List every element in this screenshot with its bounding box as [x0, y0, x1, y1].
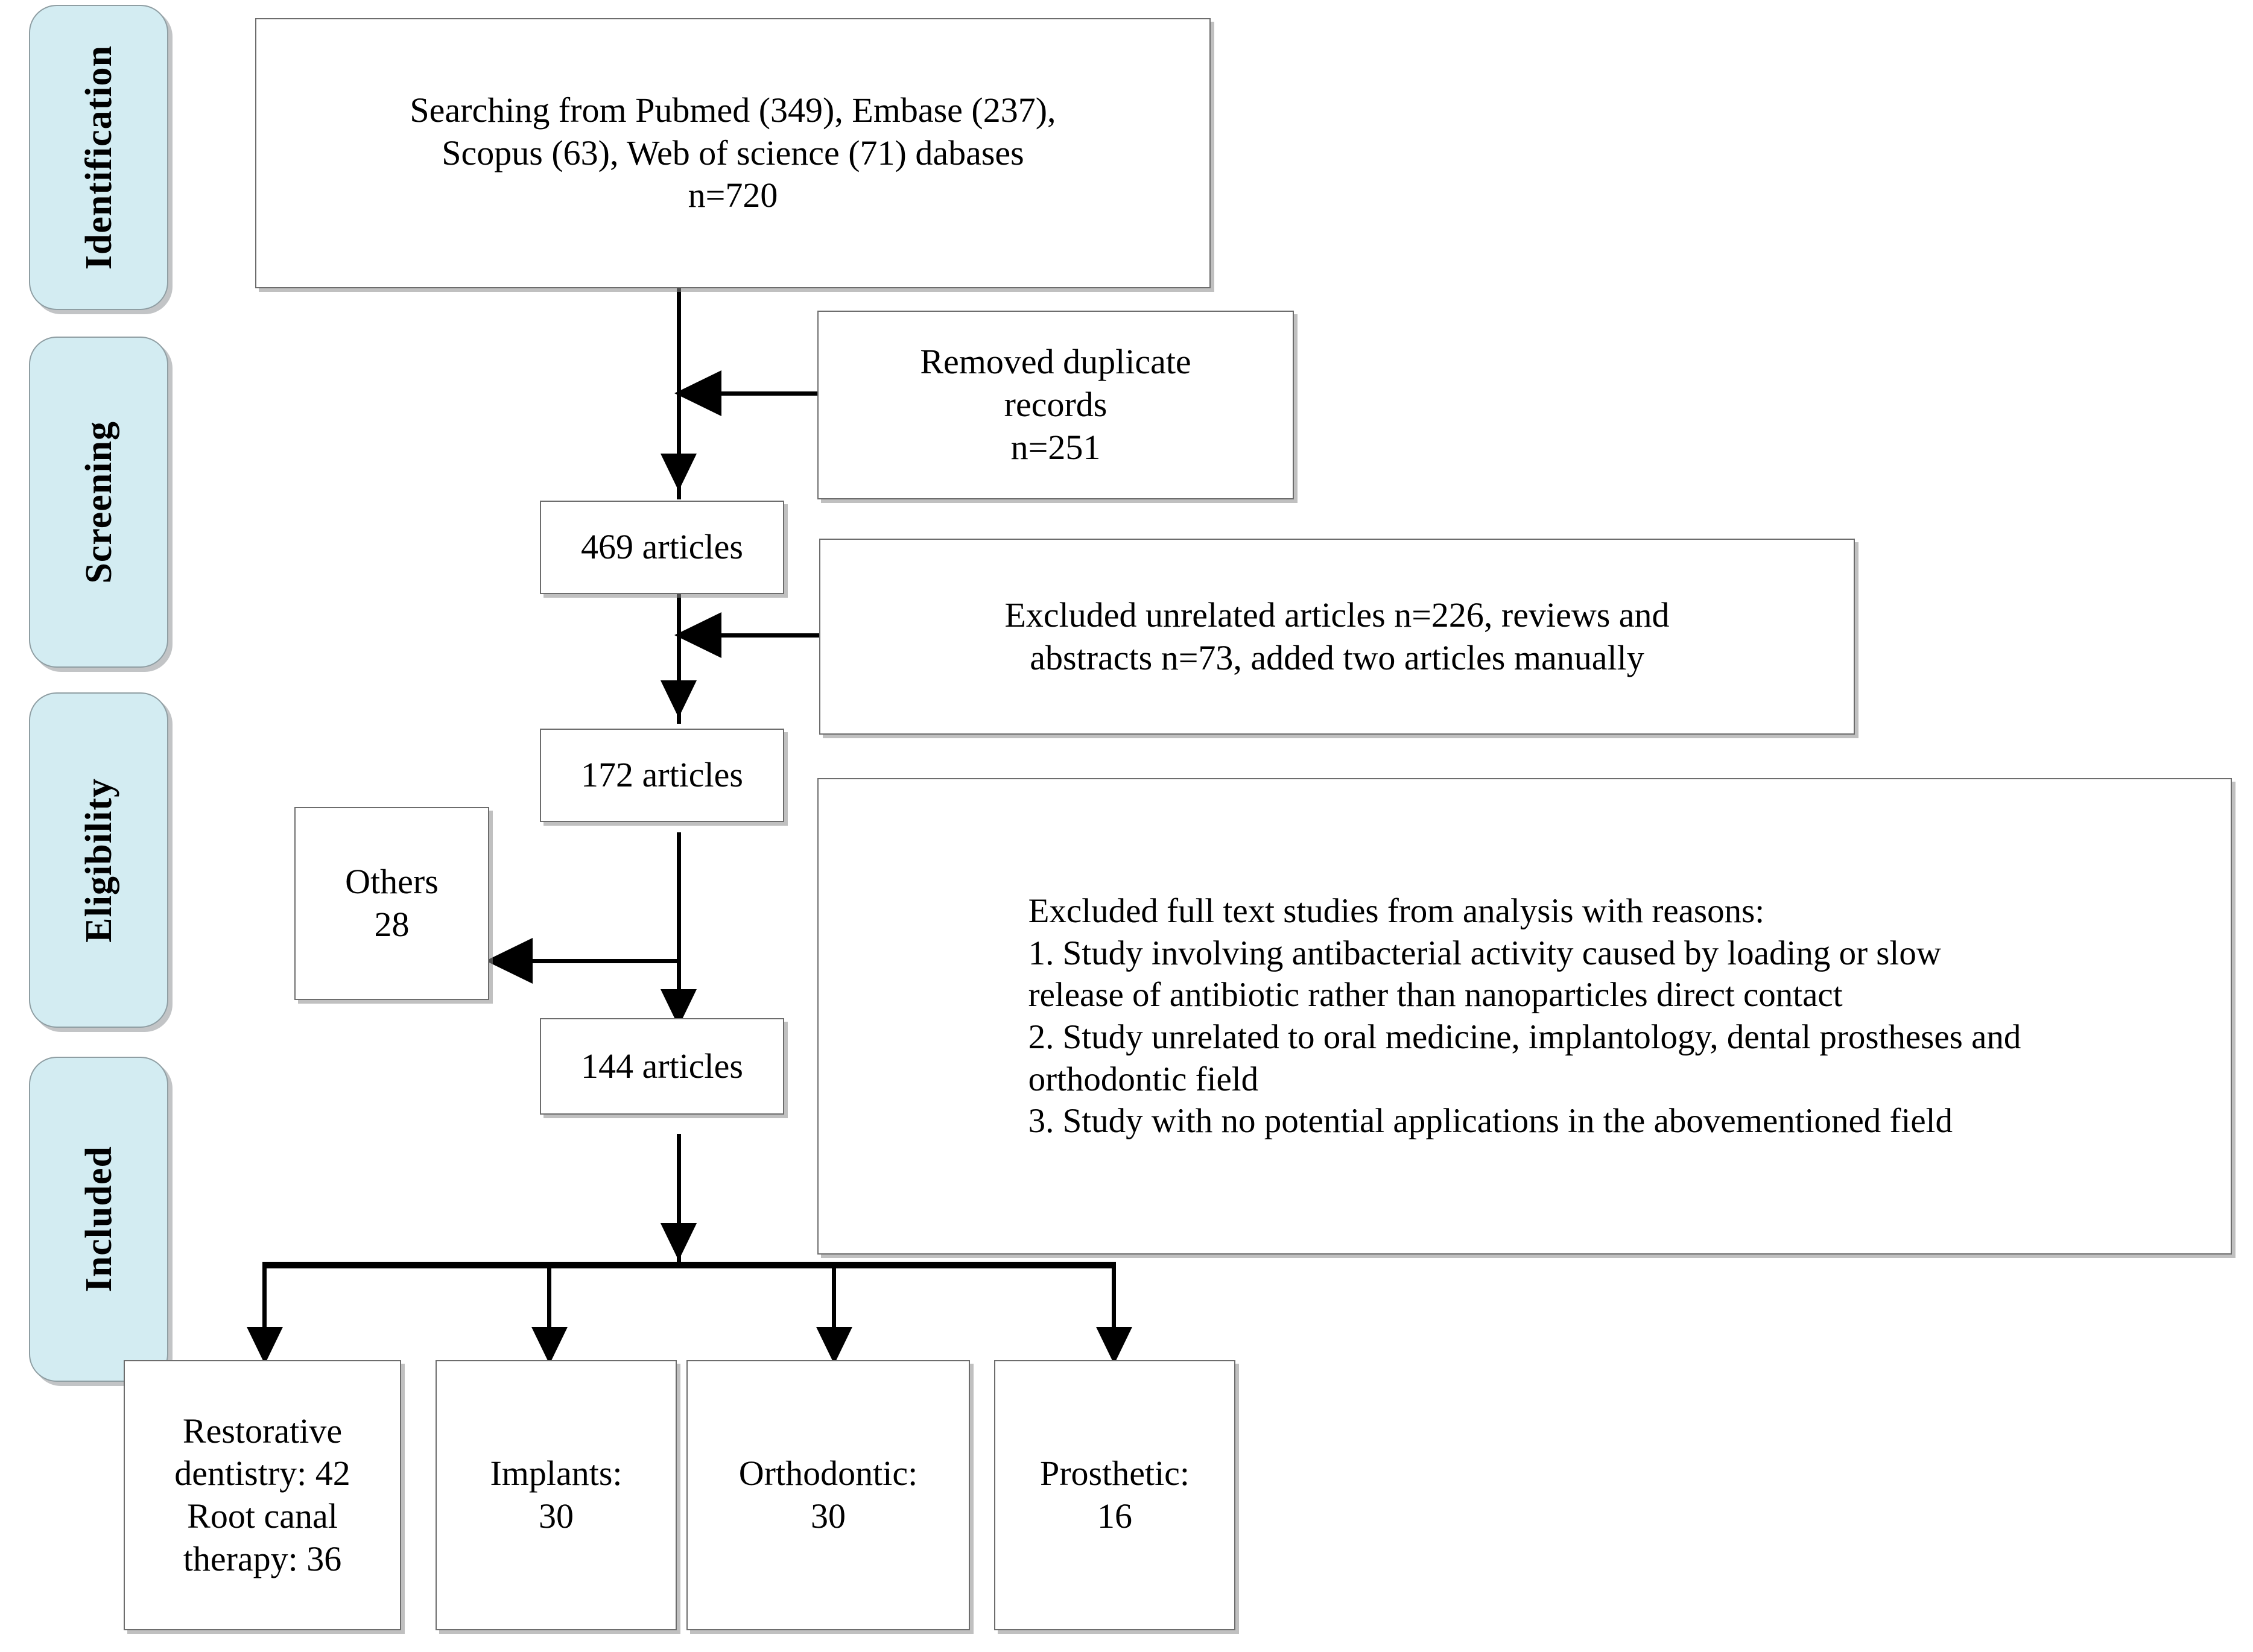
node-after-screening-box: 172 articles	[540, 729, 784, 822]
connector-excluded-unrelated-to-trunk	[712, 633, 819, 638]
arrowhead-469-to-172	[661, 680, 697, 718]
connector-branch-implants	[547, 1262, 551, 1339]
stage-label-screening: Screening	[29, 337, 168, 668]
node-others-box: Others 28	[294, 807, 489, 1000]
arrowhead-branch-prosthetic	[1096, 1327, 1132, 1364]
stage-label-included: Included	[29, 1057, 168, 1382]
arrowhead-144-to-branch-bus	[661, 1223, 697, 1261]
connector-trunk-to-others	[531, 959, 680, 963]
node-after-dedup-box: 469 articles	[540, 501, 784, 594]
node-sources-text: Searching from Pubmed (349), Embase (237…	[410, 90, 1056, 215]
stage-label-identification: Identification	[29, 5, 168, 310]
outcome-restorative-text: Restorative dentistry: 42 Root canal the…	[174, 1411, 350, 1578]
node-after-screening-text: 172 articles	[581, 755, 743, 795]
node-duplicates-text: Removed duplicate records n=251	[920, 342, 1191, 467]
connector-branch-orthodontic	[832, 1262, 836, 1339]
stage-label-screening-text: Screening	[78, 420, 119, 584]
outcome-implants-text: Implants: 30	[490, 1454, 623, 1536]
arrowhead-duplicates-to-trunk	[674, 370, 721, 416]
node-excluded-unrelated-text: Excluded unrelated articles n=226, revie…	[1004, 595, 1670, 677]
connector-duplicates-to-trunk	[712, 391, 819, 396]
connector-144-to-branch-bus	[677, 1134, 681, 1265]
arrowhead-excluded-unrelated-to-trunk	[674, 612, 721, 658]
node-after-dedup-text: 469 articles	[581, 527, 743, 567]
outcome-box-restorative: Restorative dentistry: 42 Root canal the…	[124, 1360, 401, 1630]
node-included-total-text: 144 articles	[581, 1046, 743, 1086]
stage-label-eligibility: Eligibility	[29, 692, 168, 1028]
connector-172-to-144	[677, 832, 681, 1031]
node-others-text: Others 28	[345, 862, 439, 944]
connector-469-to-172	[677, 594, 681, 724]
node-included-total-box: 144 articles	[540, 1018, 784, 1115]
arrowhead-sources-to-469	[661, 454, 697, 491]
outcome-orthodontic-text: Orthodontic: 30	[738, 1454, 918, 1536]
arrowhead-branch-implants	[531, 1327, 568, 1364]
connector-branch-restorative	[262, 1262, 267, 1339]
node-sources-box: Searching from Pubmed (349), Embase (237…	[255, 18, 1211, 288]
node-excluded-fulltext-text: Excluded full text studies from analysis…	[1028, 892, 2021, 1141]
arrowhead-branch-restorative	[247, 1327, 283, 1364]
stage-label-eligibility-text: Eligibility	[78, 777, 119, 943]
arrowhead-branch-orthodontic	[816, 1327, 852, 1364]
connector-branch-prosthetic	[1112, 1262, 1116, 1339]
outcome-box-implants: Implants: 30	[436, 1360, 677, 1630]
node-duplicates-box: Removed duplicate records n=251	[817, 311, 1294, 499]
node-excluded-unrelated-box: Excluded unrelated articles n=226, revie…	[819, 539, 1855, 735]
branch-bus	[262, 1262, 1114, 1268]
node-excluded-fulltext-box: Excluded full text studies from analysis…	[817, 778, 2232, 1255]
stage-label-included-text: Included	[78, 1146, 119, 1293]
outcome-box-orthodontic: Orthodontic: 30	[686, 1360, 970, 1630]
outcome-box-prosthetic: Prosthetic: 16	[994, 1360, 1235, 1630]
outcome-prosthetic-text: Prosthetic: 16	[1039, 1454, 1190, 1536]
stage-label-identification-text: Identification	[78, 45, 119, 270]
arrowhead-trunk-to-others	[486, 938, 533, 984]
